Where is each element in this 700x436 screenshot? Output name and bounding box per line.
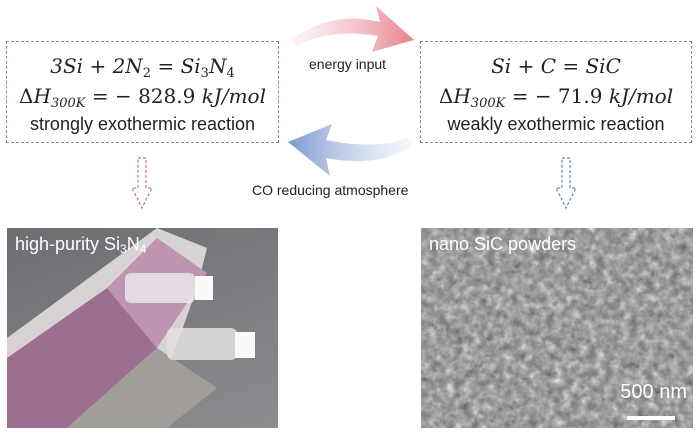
sem-texture	[421, 228, 693, 428]
energy-input-label: energy input	[309, 56, 387, 72]
down-arrow-left-icon	[131, 157, 153, 210]
scale-bar-label: 500 nm	[620, 381, 687, 403]
scale-bar	[627, 416, 675, 420]
sic-sem-image: nano SiC powders 500 nm	[421, 228, 693, 428]
si3n4-equation: 3Si + 2N2 = Si3N4	[50, 54, 235, 81]
pantone-swatches-image	[7, 228, 255, 428]
sic-description: weakly exothermic reaction	[447, 114, 665, 134]
sic-enthalpy: ΔH300K = − 71.9 kJ/mol	[438, 84, 674, 111]
si3n4-description: strongly exothermic reaction	[29, 114, 256, 134]
sic-photo-title: nano SiC powders	[429, 234, 577, 254]
left-reaction-box: 3Si + 2N2 = Si3N4 ΔH300K = − 828.9 kJ/mo…	[6, 41, 279, 143]
down-arrow-right-icon	[555, 157, 577, 210]
si3n4-photo: high-purity Si3N4	[7, 228, 278, 428]
si3n4-enthalpy: ΔH300K = − 828.9 kJ/mol	[19, 84, 266, 111]
co-atmosphere-label: CO reducing atmosphere	[252, 182, 409, 198]
right-reaction-box: Si + C = SiC ΔH300K = − 71.9 kJ/mol weak…	[420, 41, 692, 143]
si3n4-photo-title: high-purity Si3N4	[15, 234, 147, 256]
sic-equation: Si + C = SiC	[491, 54, 621, 78]
